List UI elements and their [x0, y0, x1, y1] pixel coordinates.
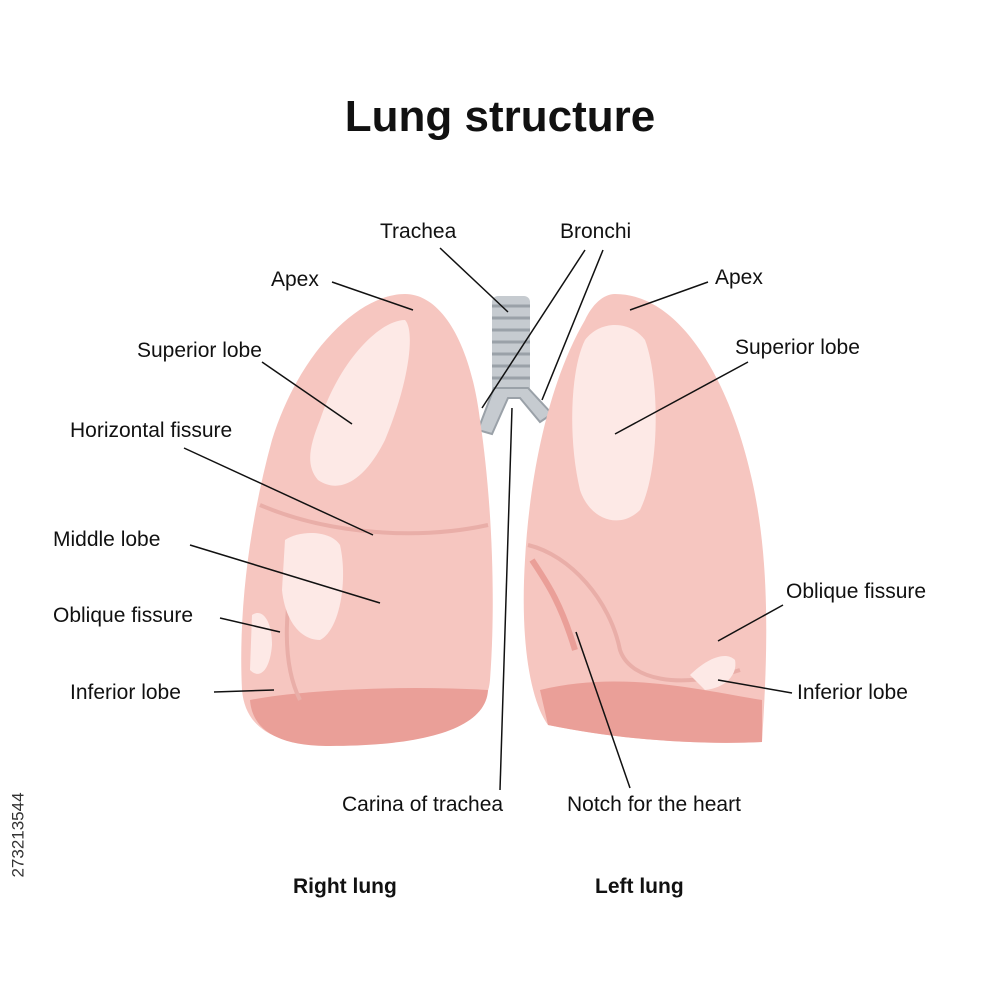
- leader-lines: [183, 247, 793, 791]
- stock-id-text: 273213544: [9, 792, 28, 878]
- caption-left-lung: Left lung: [595, 875, 684, 898]
- label-notch-for-heart: Notch for the heart: [567, 793, 741, 816]
- diagram-title: Lung structure: [344, 92, 656, 141]
- caption-right-lung: Right lung: [293, 875, 397, 898]
- label-middle-lobe: Middle lobe: [53, 528, 161, 551]
- label-horizontal-fissure: Horizontal fissure: [70, 419, 233, 442]
- label-apex-left: Apex: [715, 266, 763, 289]
- label-bronchi: Bronchi: [560, 220, 632, 243]
- right-lung-shape: [241, 294, 493, 746]
- label-carina-of-trachea: Carina of trachea: [342, 793, 504, 816]
- label-apex-right: Apex: [271, 268, 319, 291]
- label-trachea: Trachea: [380, 220, 457, 243]
- label-superior-lobe-right: Superior lobe: [137, 339, 262, 362]
- trachea-shape: [476, 296, 554, 436]
- left-lung-shape: [523, 294, 767, 743]
- stock-id-watermark: 273213544: [4, 765, 34, 905]
- label-oblique-fissure-right: Oblique fissure: [53, 604, 194, 627]
- label-superior-lobe-left: Superior lobe: [735, 336, 860, 359]
- label-inferior-lobe-right: Inferior lobe: [70, 681, 181, 704]
- label-inferior-lobe-left: Inferior lobe: [797, 681, 908, 704]
- label-oblique-fissure-left: Oblique fissure: [786, 580, 927, 603]
